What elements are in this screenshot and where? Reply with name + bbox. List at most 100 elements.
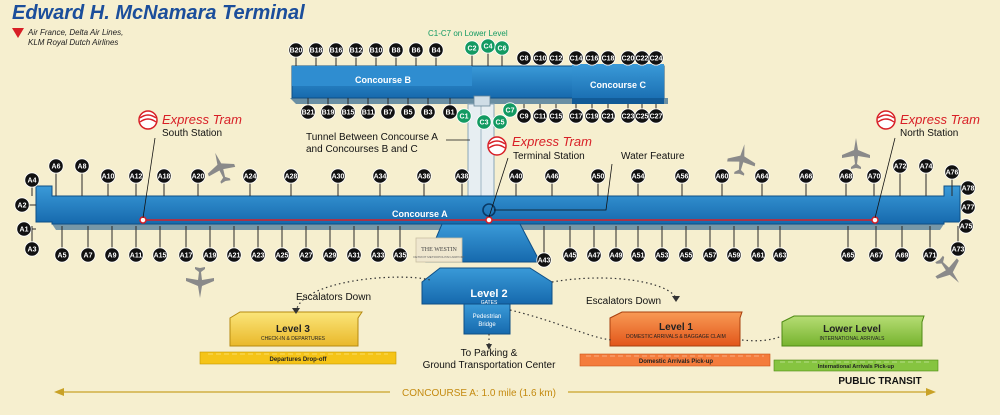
concourse-c-label: Concourse C xyxy=(590,80,647,90)
length-bar: CONCOURSE A: 1.0 mile (1.6 km) xyxy=(54,388,936,399)
svg-text:B12: B12 xyxy=(350,47,363,54)
airplane-icon xyxy=(935,255,959,283)
escalators-left-label: Escalators Down xyxy=(296,292,371,303)
svg-text:A53: A53 xyxy=(656,252,669,259)
pedestrian-label-2: Bridge xyxy=(478,322,496,328)
svg-text:A75: A75 xyxy=(960,223,973,230)
level2-sublabel: GATES xyxy=(481,300,498,306)
level3-sublabel: CHECK-IN & DEPARTURES xyxy=(261,336,326,342)
svg-text:A72: A72 xyxy=(894,163,907,170)
svg-text:A8: A8 xyxy=(78,163,87,170)
water-feature-callout xyxy=(494,163,613,211)
gate-c20: C20 xyxy=(620,50,636,66)
gate-a51: A51 xyxy=(630,247,646,263)
lower-level-block: Lower Level INTERNATIONAL ARRIVALS Inter… xyxy=(773,315,939,372)
gate-c16: C16 xyxy=(584,50,600,66)
tram-south-label: Express Tram xyxy=(162,112,242,127)
south-station-label: South Station xyxy=(162,128,222,139)
escalator-arrow-icon xyxy=(292,308,300,314)
parking-arrow-icon xyxy=(486,344,492,350)
terminal-station-dot xyxy=(485,216,493,224)
lower-level-sublabel: INTERNATIONAL ARRIVALS xyxy=(820,336,886,342)
svg-text:A54: A54 xyxy=(632,173,645,180)
gate-c5: C5 xyxy=(492,114,508,130)
gate-a4: A4 xyxy=(24,172,40,188)
airplane-icon xyxy=(207,152,236,184)
gate-b20: B20 xyxy=(288,42,304,58)
svg-text:C7: C7 xyxy=(506,107,515,114)
svg-text:A9: A9 xyxy=(108,252,117,259)
svg-text:A65: A65 xyxy=(842,252,855,259)
svg-text:A27: A27 xyxy=(300,252,313,259)
map-title: Edward H. McNamara Terminal xyxy=(12,2,305,24)
north-station-label: North Station xyxy=(900,128,958,139)
svg-text:C10: C10 xyxy=(534,55,547,62)
gate-b11: B11 xyxy=(360,104,376,120)
svg-text:C14: C14 xyxy=(570,55,583,62)
gate-a56: A56 xyxy=(674,168,690,184)
gate-b6: B6 xyxy=(408,42,424,58)
gate-a34: A34 xyxy=(372,168,388,184)
airplane-icon xyxy=(727,144,756,176)
svg-text:A47: A47 xyxy=(588,252,601,259)
gate-a53: A53 xyxy=(654,247,670,263)
svg-text:A10: A10 xyxy=(102,173,115,180)
gate-c23: C23 xyxy=(620,108,636,124)
gate-a40: A40 xyxy=(508,168,524,184)
svg-text:A18: A18 xyxy=(158,173,171,180)
svg-text:C5: C5 xyxy=(496,119,505,126)
svg-text:A33: A33 xyxy=(372,252,385,259)
gate-a23: A23 xyxy=(250,247,266,263)
concourse-length-label: CONCOURSE A: 1.0 mile (1.6 km) xyxy=(402,388,556,399)
svg-text:A29: A29 xyxy=(324,252,337,259)
svg-text:C2: C2 xyxy=(468,45,477,52)
gate-b5: B5 xyxy=(400,104,416,120)
svg-text:A66: A66 xyxy=(800,173,813,180)
svg-text:A49: A49 xyxy=(610,252,623,259)
lower-level-gates-note: C1-C7 on Lower Level xyxy=(428,29,508,38)
departures-label: Departures Drop-off xyxy=(269,357,327,363)
svg-text:B11: B11 xyxy=(362,109,375,116)
gate-a38: A38 xyxy=(454,168,470,184)
svg-text:C23: C23 xyxy=(622,113,635,120)
svg-text:A64: A64 xyxy=(756,173,769,180)
gate-a10: A10 xyxy=(100,168,116,184)
svg-text:A68: A68 xyxy=(840,173,853,180)
svg-text:A51: A51 xyxy=(632,252,645,259)
arrow-right-icon xyxy=(926,388,936,396)
svg-text:B18: B18 xyxy=(310,47,323,54)
svg-text:A74: A74 xyxy=(920,163,933,170)
concourse-bc: Concourse B Concourse C xyxy=(290,64,668,104)
gate-a70: A70 xyxy=(866,168,882,184)
svg-text:A19: A19 xyxy=(204,252,217,259)
svg-text:A78: A78 xyxy=(962,185,975,192)
svg-text:C17: C17 xyxy=(570,113,583,120)
tunnel-label-1: Tunnel Between Concourse A xyxy=(306,132,438,143)
gate-a59: A59 xyxy=(726,247,742,263)
svg-text:C1: C1 xyxy=(460,113,469,120)
gate-b21: B21 xyxy=(300,104,316,120)
svg-text:A69: A69 xyxy=(896,252,909,259)
gate-a8: A8 xyxy=(74,158,90,174)
gate-a78: A78 xyxy=(960,180,976,196)
svg-text:B3: B3 xyxy=(424,109,433,116)
gate-a18: A18 xyxy=(156,168,172,184)
svg-text:B6: B6 xyxy=(412,47,421,54)
gate-a65: A65 xyxy=(840,247,856,263)
svg-text:B15: B15 xyxy=(342,109,355,116)
svg-text:B5: B5 xyxy=(404,109,413,116)
svg-text:A35: A35 xyxy=(394,252,407,259)
level2-label: Level 2 xyxy=(470,288,507,300)
gate-a28: A28 xyxy=(283,168,299,184)
water-feature-label: Water Feature xyxy=(621,151,685,162)
gate-a30: A30 xyxy=(330,168,346,184)
svg-text:A76: A76 xyxy=(946,169,959,176)
gate-a47: A47 xyxy=(586,247,602,263)
svg-text:C3: C3 xyxy=(480,119,489,126)
gate-c18: C18 xyxy=(600,50,616,66)
svg-text:B8: B8 xyxy=(392,47,401,54)
gate-c25: C25 xyxy=(634,108,650,124)
gate-c27: C27 xyxy=(648,108,664,124)
gate-a68: A68 xyxy=(838,168,854,184)
westin-hotel xyxy=(415,237,463,263)
